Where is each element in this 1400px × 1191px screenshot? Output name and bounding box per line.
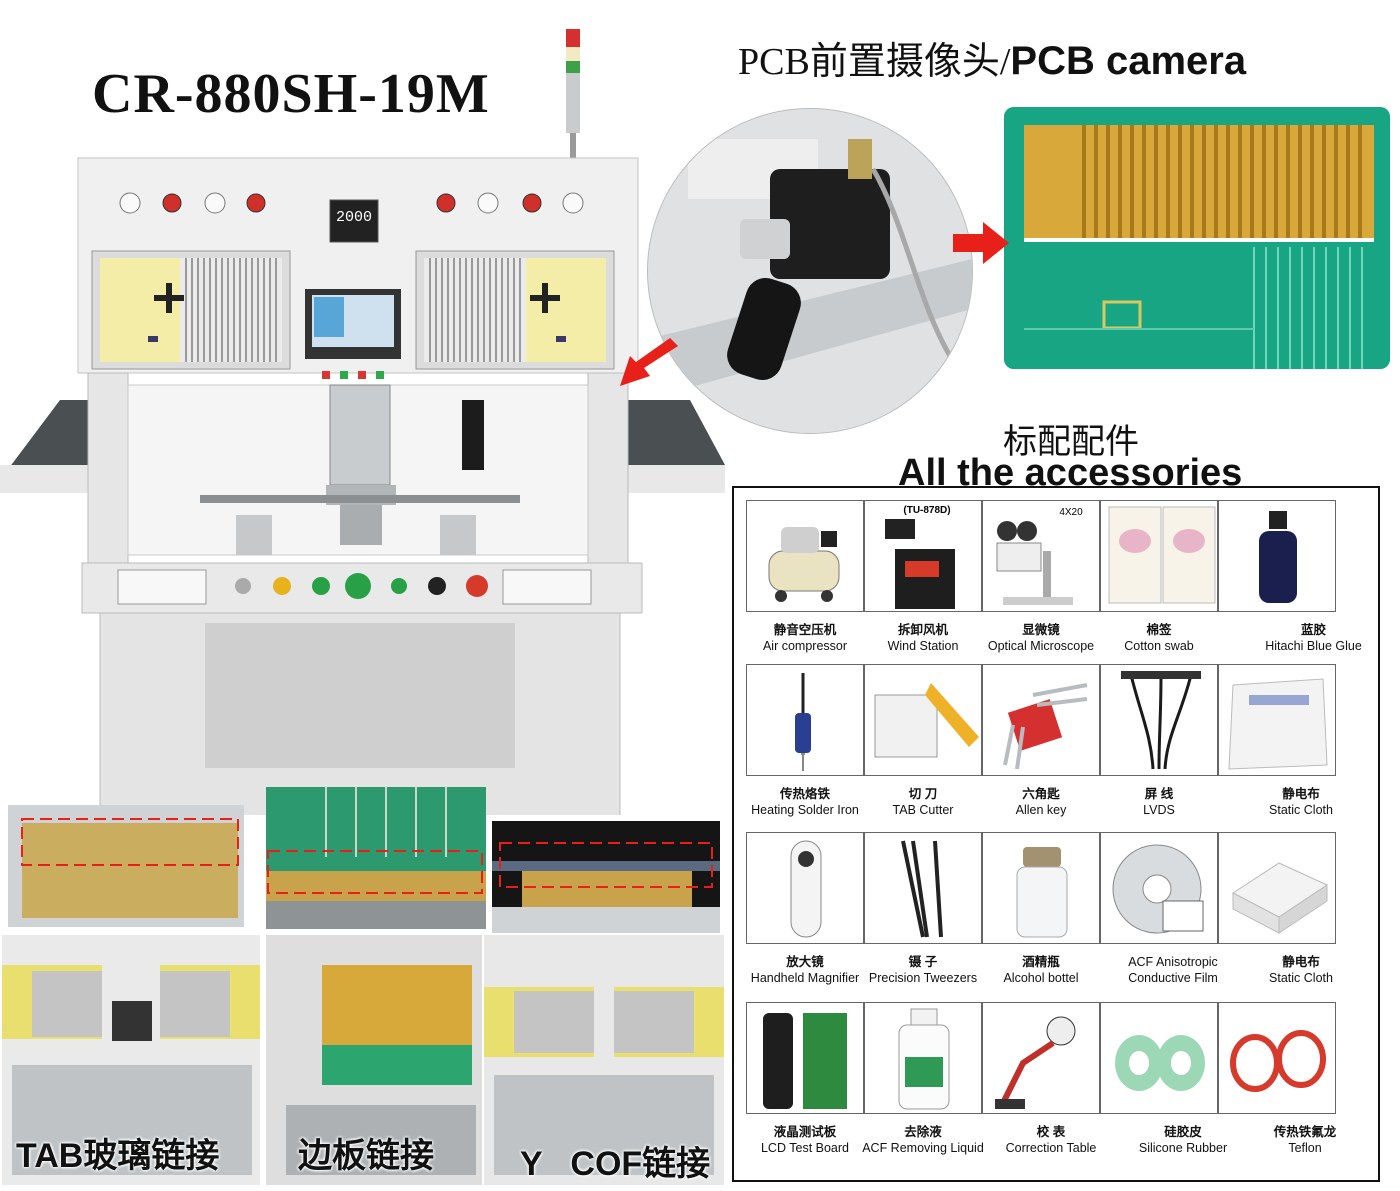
side-board-machine-photo [266,935,482,1185]
pcb-camera-title-en: PCB camera [1010,39,1247,83]
arrow-down-left-icon [620,338,678,386]
model-title: CR-880SH-19M [92,63,490,125]
cotton-swab-image [1100,500,1218,612]
allen-key-image [982,664,1100,776]
cof-bonding-label: Y COF链接 [520,1145,711,1183]
tab-bonding-machine-photo [2,935,260,1185]
cof-bonding-machine-photo [484,935,724,1185]
solder-iron-image [746,664,864,776]
pcb-camera-title-cn: PCB前置摄像头/ [738,41,1011,83]
wind-station-label: (TU-878D) [903,505,950,516]
correction-table-image [982,1002,1100,1114]
side-board-bonding-label: 边板链接 [298,1137,434,1175]
wind-station-image: (TU-878D) [864,500,982,612]
alcohol-bottle-image [982,832,1100,944]
static-cloth-image [1218,832,1336,944]
teflon-image [1218,1002,1336,1114]
lcd-test-board-image [746,1002,864,1114]
blue-glue-image [1218,500,1336,612]
acf-film-image [1100,832,1218,944]
lvds-cable-image [1100,664,1218,776]
pcb-camera-title: PCB前置摄像头/PCB camera [738,30,1246,85]
side-board-closeup-photo [266,787,486,929]
microscope-label: 4X20 [1059,507,1083,518]
bonding-machine-image: 2000 [0,29,725,815]
accessories-title-cn: 标配配件 [1003,424,1139,461]
tab-bonding-label: TAB玻璃链接 [16,1137,220,1175]
tab-cutter-image [864,664,982,776]
tab-bonding-closeup-photo [8,805,244,927]
silicone-rubber-image [1100,1002,1218,1114]
arrow-right-icon [953,222,1009,264]
static-cloth-bag-image [1218,664,1336,776]
camera-closeup-image [647,108,973,434]
air-compressor-image [746,500,864,612]
magnifier-image [746,832,864,944]
tweezers-image [864,832,982,944]
acf-removing-liquid-image [864,1002,982,1114]
controller-display: 2000 [336,209,372,226]
pcb-camera-view [1004,107,1390,369]
microscope-image: 4X20 [982,500,1100,612]
cof-bonding-closeup-photo [492,821,720,933]
